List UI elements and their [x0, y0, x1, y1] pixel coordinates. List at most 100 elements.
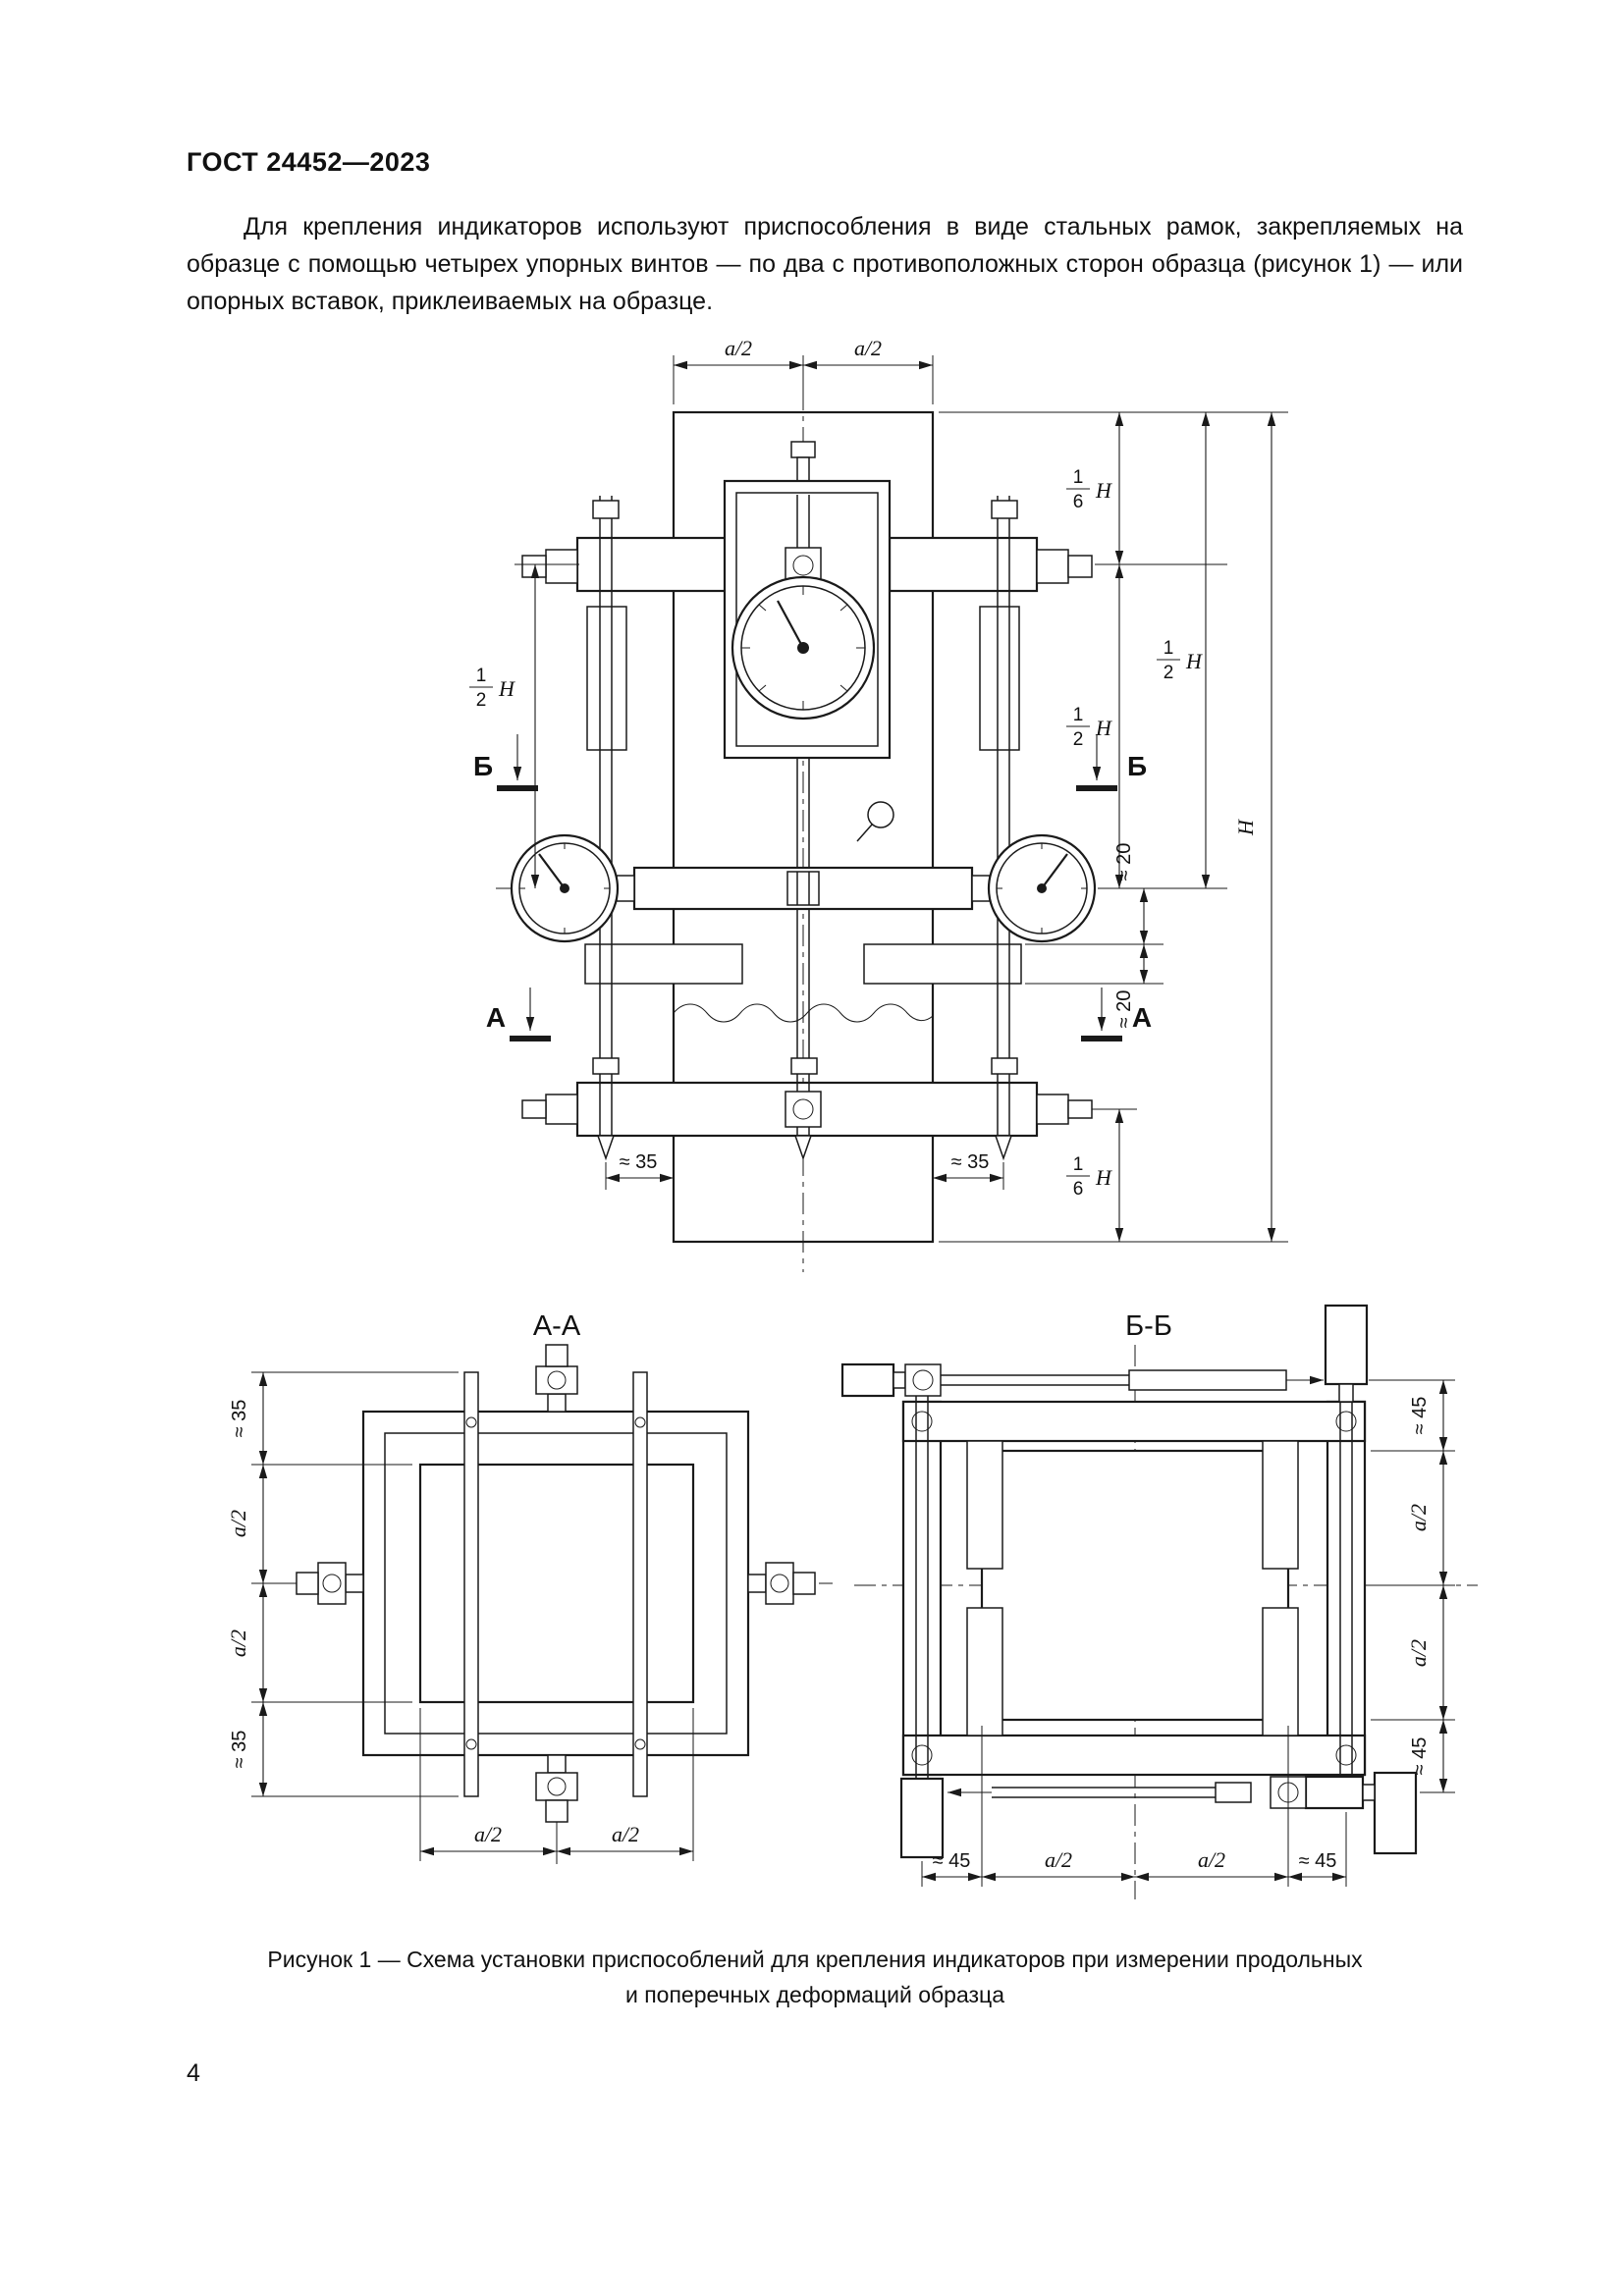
frame-bar-bottom — [901, 1734, 1367, 1777]
section-letter-b: Б — [1127, 751, 1147, 781]
dim-label-20: ≈ 20 — [1113, 843, 1135, 881]
page-number: 4 — [187, 2059, 200, 2087]
dim-aa-bottom: a/2 a/2 — [419, 1708, 694, 1861]
frame-inner — [384, 1432, 728, 1735]
screw-top — [535, 1344, 578, 1413]
dim-label-35: ≈ 35 — [620, 1151, 658, 1173]
dim-label-45: ≈ 45 — [1409, 1397, 1431, 1435]
screw-bottom — [535, 1754, 578, 1823]
dim-label-a2: a/2 — [1045, 1847, 1072, 1872]
dim-label-H: H — [1233, 819, 1258, 836]
figure-1-drawing: a/2 a/2 1 2 H — [226, 336, 1478, 1899]
dim-bottom-35: ≈ 35 ≈ 35 — [605, 1151, 1004, 1190]
dim-label-a2: a/2 — [612, 1822, 639, 1846]
dim-label: a/2 — [725, 336, 752, 360]
callout-circle — [856, 801, 894, 842]
clamp-screw-right — [1036, 1094, 1069, 1125]
screw-right — [747, 1562, 816, 1605]
long-screw-bottom — [947, 1771, 1418, 1855]
needle — [538, 853, 566, 889]
main-view: a/2 a/2 1 2 H — [469, 336, 1288, 1272]
section-aa: А-А — [226, 1310, 833, 1870]
frac-num: 1 — [476, 666, 487, 686]
frac-var: H — [1095, 478, 1112, 503]
dim-label-45: ≈ 45 — [1299, 1850, 1337, 1872]
frac-num: 1 — [1073, 705, 1084, 725]
dim-label-a2: a/2 — [474, 1822, 502, 1846]
frac-den: 2 — [476, 690, 487, 711]
section-bb: Б-Б — [840, 1304, 1478, 1899]
standard-number: ГОСТ 24452—2023 — [187, 147, 431, 177]
section-letter-a: А — [1132, 1002, 1152, 1033]
dim-label-35: ≈ 35 — [229, 1400, 250, 1438]
dim-aa-left: ≈ 35 a/2 a/2 ≈ 35 — [226, 1371, 459, 1797]
cone-tip — [793, 1135, 813, 1161]
dim-right: 1 6 H 1 2 H 1 2 H 1 6 H ≈ 20 — [939, 411, 1288, 1243]
section-letter-a: А — [486, 1002, 506, 1033]
lower-plate-left — [584, 943, 743, 985]
frame-bar-top — [901, 1400, 1367, 1443]
dim-label-a2: a/2 — [226, 1510, 250, 1537]
dim-label-20: ≈ 20 — [1113, 990, 1135, 1029]
clamp-tab — [1262, 1607, 1299, 1736]
screw-left — [296, 1562, 364, 1605]
dim-label-a2: a/2 — [1406, 1504, 1431, 1531]
clamp-plate-left — [586, 606, 627, 751]
dim-label-a2: a/2 — [226, 1629, 250, 1657]
frac-var: H — [1095, 1165, 1112, 1190]
frac-var: H — [1185, 649, 1203, 673]
figure-caption-line2: и поперечных деформаций образца — [624, 1982, 1005, 2007]
frac-den: 2 — [1164, 663, 1174, 683]
indicator-holder-top-right — [1324, 1304, 1369, 1403]
needle — [777, 600, 804, 649]
clamp-tab — [966, 1607, 1003, 1736]
dim-label-a2: a/2 — [1198, 1847, 1225, 1872]
dim-bb-bottom: ≈ 45 a/2 a/2 ≈ 45 — [921, 1726, 1347, 1887]
frac-num: 1 — [1073, 1154, 1084, 1175]
section-marks: Б Б А А — [473, 734, 1152, 1041]
dim-label-35: ≈ 35 — [229, 1731, 250, 1769]
dim-left-half-h: 1 2 H — [469, 563, 579, 888]
figure-caption: Рисунок 1 — Схема установки приспособлен… — [147, 1942, 1483, 2012]
tie-rod-left — [592, 496, 620, 1136]
clamp-tab — [966, 1440, 1003, 1570]
specimen-section — [980, 1449, 1290, 1722]
frac-den: 6 — [1073, 1179, 1084, 1200]
lower-plate-right — [863, 943, 1022, 985]
dim-bb-right: ≈ 45 a/2 a/2 ≈ 45 — [1369, 1379, 1455, 1793]
middle-bar-assembly — [616, 866, 991, 911]
dim-label: a/2 — [854, 336, 882, 360]
clamp-tab — [1262, 1440, 1299, 1570]
clamp-screw-right — [1036, 549, 1069, 584]
frac-den: 2 — [1073, 729, 1084, 750]
frac-num: 1 — [1073, 467, 1084, 488]
frac-num: 1 — [1164, 638, 1174, 659]
specimen-section — [418, 1463, 695, 1704]
body-paragraph: Для крепления индикаторов используют при… — [187, 213, 1463, 315]
dial-indicator-left — [510, 833, 620, 943]
dial-indicator-main — [723, 441, 892, 760]
long-screw-top — [840, 1362, 1324, 1398]
section-aa-title: А-А — [533, 1310, 581, 1342]
break-line — [673, 1003, 934, 1023]
bottom-frame-bar — [521, 1057, 1093, 1161]
dim-label-a2: a/2 — [1406, 1639, 1431, 1667]
section-letter-b: Б — [473, 751, 493, 781]
needle — [1041, 853, 1068, 889]
dim-label-45: ≈ 45 — [1409, 1737, 1431, 1776]
indicator-rod — [463, 1371, 479, 1797]
dial-indicator-right — [987, 833, 1097, 943]
tie-rod-right — [991, 496, 1018, 1136]
frac-var: H — [498, 676, 515, 701]
cone-tip — [994, 1135, 1013, 1161]
section-bb-title: Б-Б — [1125, 1310, 1172, 1342]
indicator-holder-bottom-left — [899, 1777, 945, 1859]
top-frame-bar — [521, 536, 1093, 593]
clamp-screw-left — [545, 1094, 578, 1125]
frac-den: 6 — [1073, 492, 1084, 512]
indicator-rod — [632, 1371, 648, 1797]
dim-label-35: ≈ 35 — [951, 1151, 990, 1173]
clamp-screw-left — [545, 549, 578, 584]
cone-tip — [596, 1135, 616, 1161]
